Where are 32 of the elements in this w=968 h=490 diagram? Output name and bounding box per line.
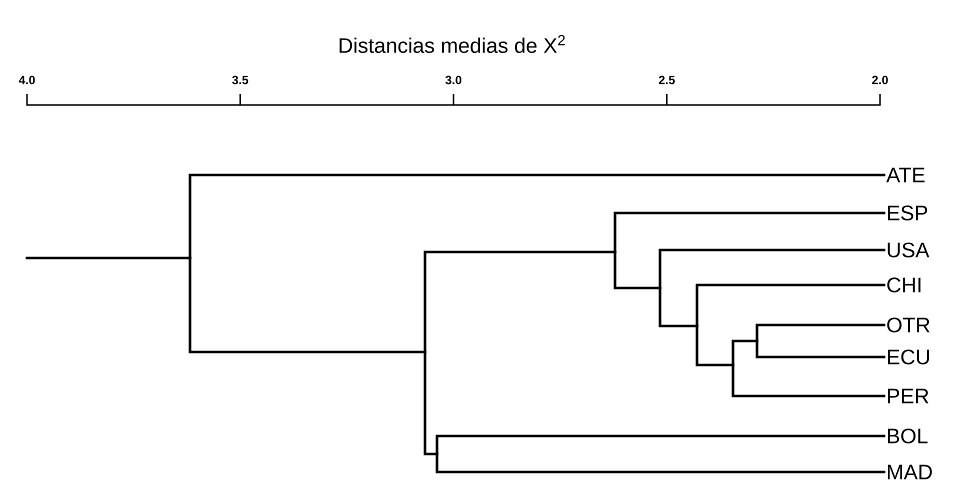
dendrogram-branch [424,350,438,456]
tick-label: 3.0 [445,76,462,84]
dendrogram-branch [756,324,886,342]
dendrogram-branch [696,324,734,366]
leaf-label: PER [888,388,928,404]
dendrogram-branch [732,340,758,366]
dendrogram-branch [658,286,698,328]
dendrogram-branch [188,256,426,354]
dendrogram-branch [614,250,662,290]
dendrogram-branch [424,250,616,354]
dendrogram-branch [436,452,886,474]
leaf-label: OTR [887,318,930,332]
tick-label: 2.5 [658,76,675,84]
leaf-label: USA [888,242,930,258]
axis-title: Distancias medias de X$^{2}$ [340,35,565,53]
leaf-label: BOL [888,428,928,444]
tick-label: 3.5 [232,76,248,84]
leaf-label: ATE [886,168,925,182]
dendrogram-branch [756,340,886,358]
dendrogram-branch [188,174,886,260]
dendrogram-branch [658,248,886,290]
dendrogram-branch [26,256,192,260]
leaf-label: CHI [887,278,920,292]
leaf-label: ESP [888,206,928,220]
dendrogram-branch [436,434,886,456]
dendrogram-branch [696,284,886,328]
tick-label: 2.0 [872,76,888,84]
leaf-label: ECU [888,350,929,364]
dendrogram-branch [614,212,886,254]
leaf-label: MAD [888,464,932,480]
tick-label: 4.0 [18,76,35,84]
dendrogram-branch [732,364,886,398]
